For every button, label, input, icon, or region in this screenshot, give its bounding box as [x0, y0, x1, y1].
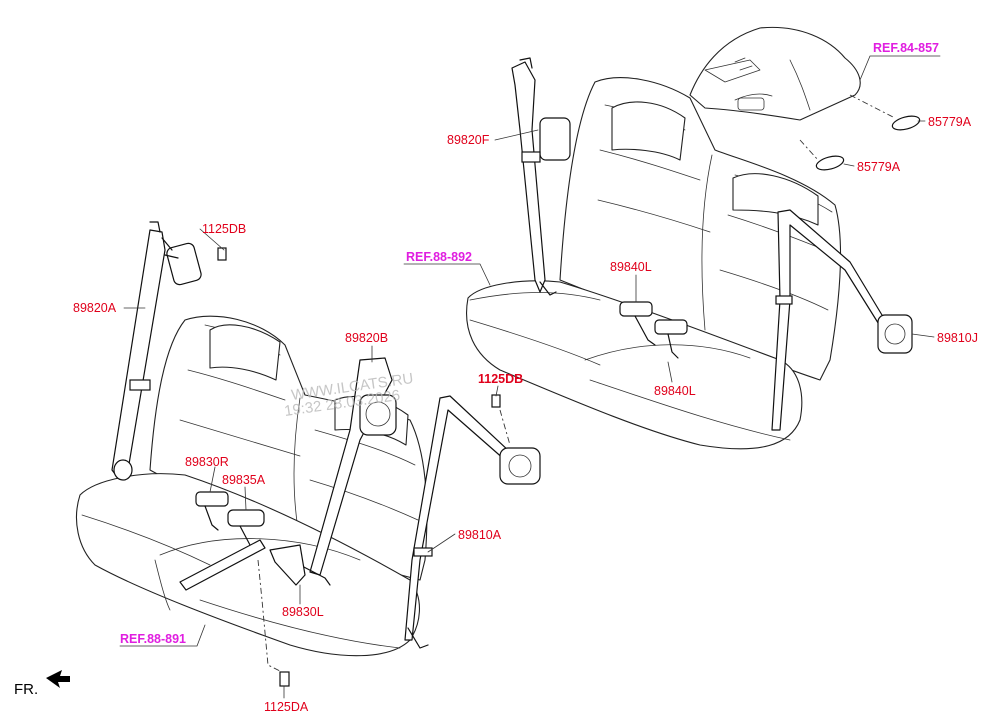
ref-88-891[interactable]: REF.88-891 [120, 632, 186, 646]
cover-85779A-bottom [815, 155, 845, 171]
buckle-89840L-top [619, 301, 656, 346]
label-89835A: 89835A [222, 473, 266, 487]
label-1125DA: 1125DA [264, 700, 309, 714]
ref-84-857[interactable]: REF.84-857 [873, 41, 939, 55]
quarter-trim-panel [689, 26, 861, 121]
label-89820A: 89820A [73, 301, 117, 315]
label-1125DB-left: 1125DB [202, 222, 246, 236]
buckle-89840L-bottom [654, 319, 688, 359]
belt-89820B [299, 357, 397, 586]
label-85779A-top: 85779A [928, 115, 972, 129]
upper-headrest-left [611, 101, 686, 161]
front-arrow-icon [46, 670, 70, 688]
label-89810J: 89810J [937, 331, 978, 345]
label-89810A: 89810A [458, 528, 502, 542]
trim-panel-body [689, 26, 861, 121]
belt-89810A [404, 395, 541, 649]
buckle-89830L [269, 544, 306, 586]
ref-88-892[interactable]: REF.88-892 [406, 250, 472, 264]
bolt-1125DB-mid [491, 394, 501, 408]
label-85779A-bottom: 85779A [857, 160, 901, 174]
label-89830R: 89830R [185, 455, 229, 469]
belt-89820F [511, 57, 571, 296]
label-89830L: 89830L [282, 605, 324, 619]
label-89820B: 89820B [345, 331, 388, 345]
label-89840L-bottom: 89840L [654, 384, 696, 398]
bolt-1125DB-left [217, 247, 227, 261]
upper-headrest-right [732, 173, 819, 226]
buckle-89830R [195, 491, 229, 531]
lower-headrest-left [209, 324, 281, 381]
bolt-1125DA [279, 671, 290, 687]
cover-85779A-top [891, 115, 921, 131]
buckle-anchor-bar [179, 539, 266, 591]
front-direction-label: FR. [14, 681, 38, 698]
label-1125DB-mid: 1125DB [478, 372, 523, 386]
upper-seat-cushion [466, 280, 803, 450]
label-89820F: 89820F [447, 133, 490, 147]
belt-89820A [111, 221, 202, 481]
leader-lines [119, 55, 941, 699]
label-89840L-top: 89840L [610, 260, 652, 274]
buckle-89835A [179, 509, 266, 591]
